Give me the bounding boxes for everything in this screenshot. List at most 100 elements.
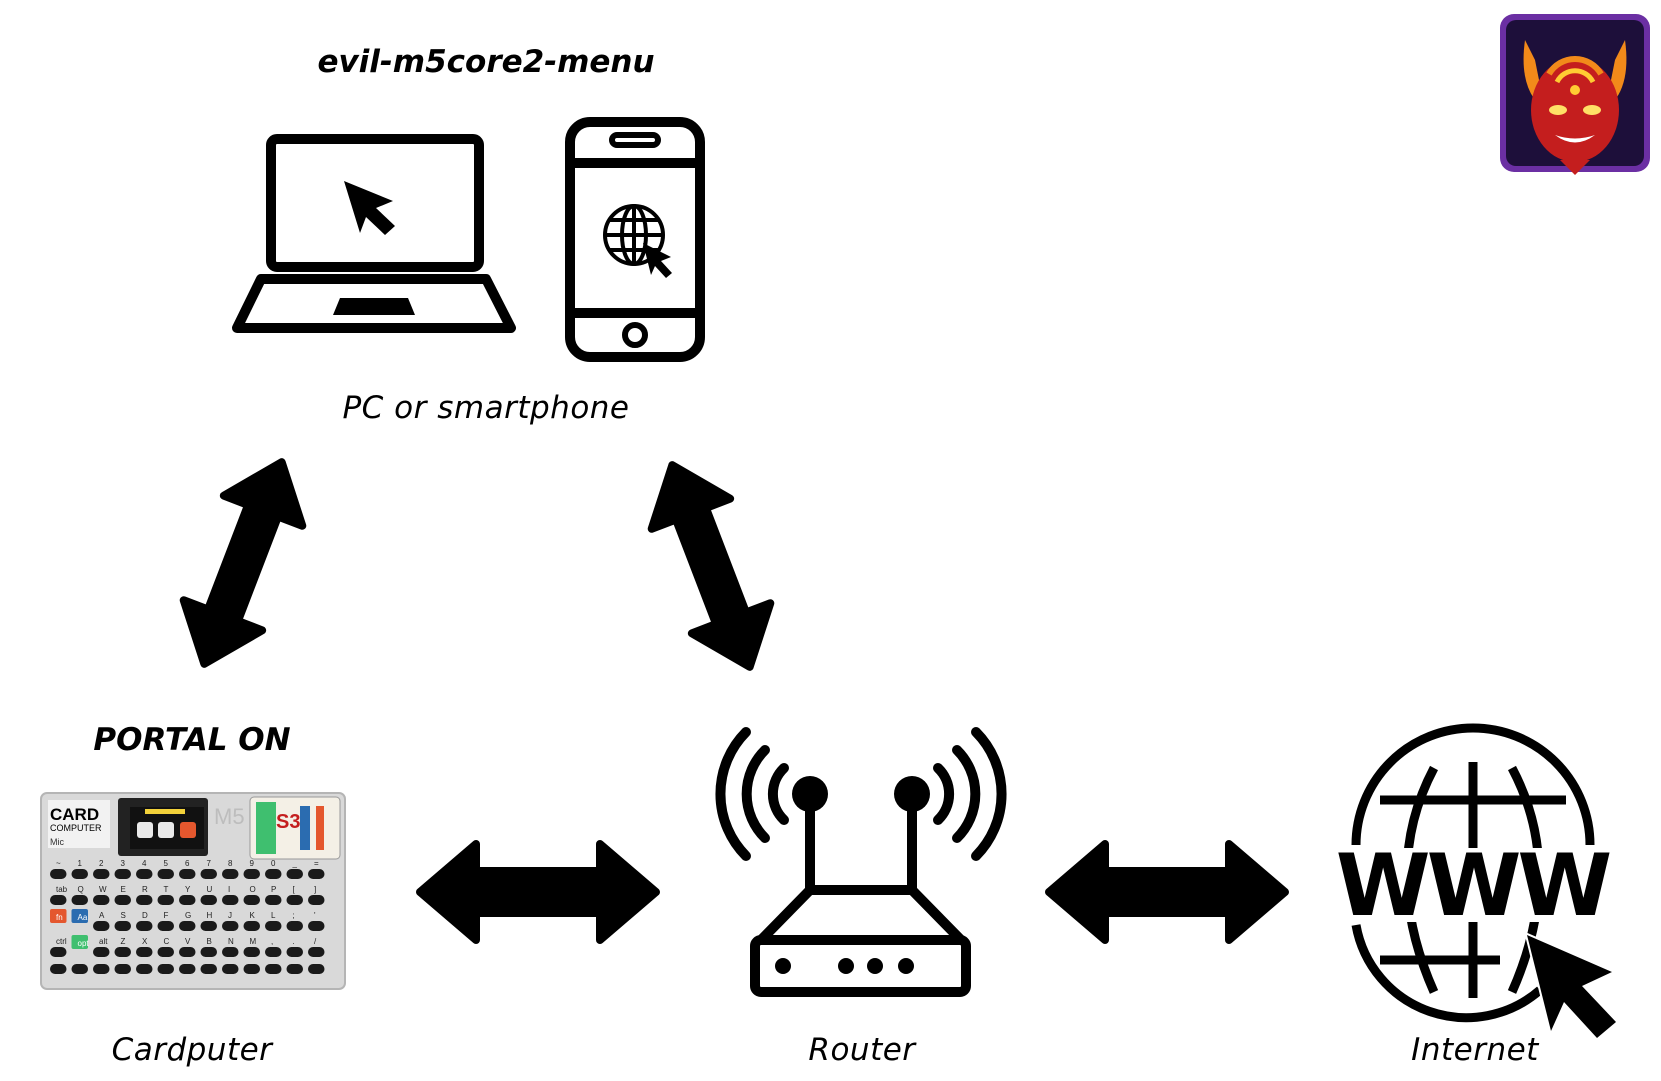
keycap — [243, 947, 260, 957]
cardputer-chip-label: S3 — [276, 811, 300, 833]
keycap — [308, 869, 325, 879]
keycap-label: A — [99, 911, 105, 920]
keycap — [93, 964, 110, 974]
arrow-pc-cardputer — [179, 458, 307, 668]
keycap-label: F — [164, 911, 169, 920]
cardputer-brand-line1: CARD — [50, 805, 99, 824]
keycap-label: 8 — [228, 859, 233, 868]
keycap — [222, 895, 239, 905]
keycap-label: fn — [56, 913, 63, 922]
keycap-label: B — [207, 937, 212, 946]
keycap — [222, 921, 239, 931]
cardputer-mic-label: Mic — [50, 837, 64, 847]
keycap — [200, 947, 217, 957]
keycap — [114, 869, 131, 879]
laptop-cursor-icon — [333, 181, 415, 315]
keycap-label: C — [164, 937, 170, 946]
keycap — [93, 947, 110, 957]
keycap-label: T — [164, 885, 169, 894]
keycap-label: S — [121, 911, 126, 920]
keycap-label: 5 — [164, 859, 169, 868]
keycap-label: _ — [292, 859, 298, 868]
keycap-label: E — [121, 885, 126, 894]
keycap — [136, 964, 153, 974]
keycap-label: ] — [314, 885, 316, 894]
keycap-label: P — [271, 885, 276, 894]
router-icon — [715, 727, 1007, 997]
keycap-label: 2 — [99, 859, 104, 868]
diagram-title: evil-m5core2-menu — [317, 44, 655, 80]
keycap — [286, 947, 303, 957]
keycap — [71, 869, 88, 879]
keycap — [243, 895, 260, 905]
keycap — [286, 869, 303, 879]
keycap-label: opt — [78, 939, 90, 948]
keycap — [265, 869, 282, 879]
keycap-label: ctrl — [56, 937, 67, 946]
keycap — [157, 947, 174, 957]
keycap — [50, 947, 67, 957]
keycap-label: = — [314, 859, 319, 868]
laptop-icon — [232, 134, 516, 333]
keycap — [286, 895, 303, 905]
internet-caption: Internet — [1411, 1032, 1539, 1068]
keycap-label: Z — [121, 937, 126, 946]
phone-cursor-icon — [643, 243, 672, 278]
keycap — [93, 895, 110, 905]
keycap-label: K — [250, 911, 256, 920]
keycap — [200, 921, 217, 931]
keycap — [93, 869, 110, 879]
arrow-cardputer-router — [416, 840, 660, 944]
keycap-label: H — [207, 911, 213, 920]
keycap — [308, 921, 325, 931]
keycap — [114, 921, 131, 931]
keycap — [157, 921, 174, 931]
smartphone-icon — [565, 117, 705, 362]
keycap-label: J — [228, 911, 232, 920]
keycap-label: ; — [293, 911, 295, 920]
keycap — [114, 947, 131, 957]
keycap-label: / — [314, 937, 317, 946]
keycap — [50, 909, 67, 923]
keycap — [243, 869, 260, 879]
keycap-label: M — [250, 937, 257, 946]
keycap — [243, 921, 260, 931]
keycap-label: , — [271, 937, 273, 946]
keycap — [114, 964, 131, 974]
keycap — [179, 947, 196, 957]
keycap — [136, 921, 153, 931]
keycap — [50, 964, 67, 974]
keycap — [308, 964, 325, 974]
keycap — [200, 869, 217, 879]
keycap — [179, 895, 196, 905]
keycap — [71, 895, 88, 905]
keycap-label: alt — [99, 937, 108, 946]
www-globe-label: WWW — [1336, 836, 1611, 936]
keycap — [157, 895, 174, 905]
keycap-label: V — [185, 937, 191, 946]
cardputer-caption: Cardputer — [111, 1032, 273, 1068]
keycap-label: [ — [293, 885, 296, 894]
keycap-label: R — [142, 885, 148, 894]
keycap-label: . — [293, 937, 295, 946]
keycap — [71, 964, 88, 974]
keycap-label: U — [207, 885, 213, 894]
keycap-label: 3 — [121, 859, 126, 868]
keycap — [265, 947, 282, 957]
pc-caption: PC or smartphone — [342, 390, 630, 426]
keycap-label: D — [142, 911, 148, 920]
keycap-label: G — [185, 911, 191, 920]
keycap — [200, 964, 217, 974]
keycap-label: I — [228, 885, 230, 894]
devil-logo-icon — [1500, 14, 1650, 175]
arrow-pc-router — [647, 461, 775, 671]
keycap — [93, 921, 110, 931]
keycap-label: tab — [56, 885, 68, 894]
keycap — [222, 964, 239, 974]
keycap — [222, 947, 239, 957]
keycap-label: 0 — [271, 859, 276, 868]
keycap — [286, 921, 303, 931]
phone-globe-icon — [603, 204, 665, 266]
keycap — [136, 947, 153, 957]
